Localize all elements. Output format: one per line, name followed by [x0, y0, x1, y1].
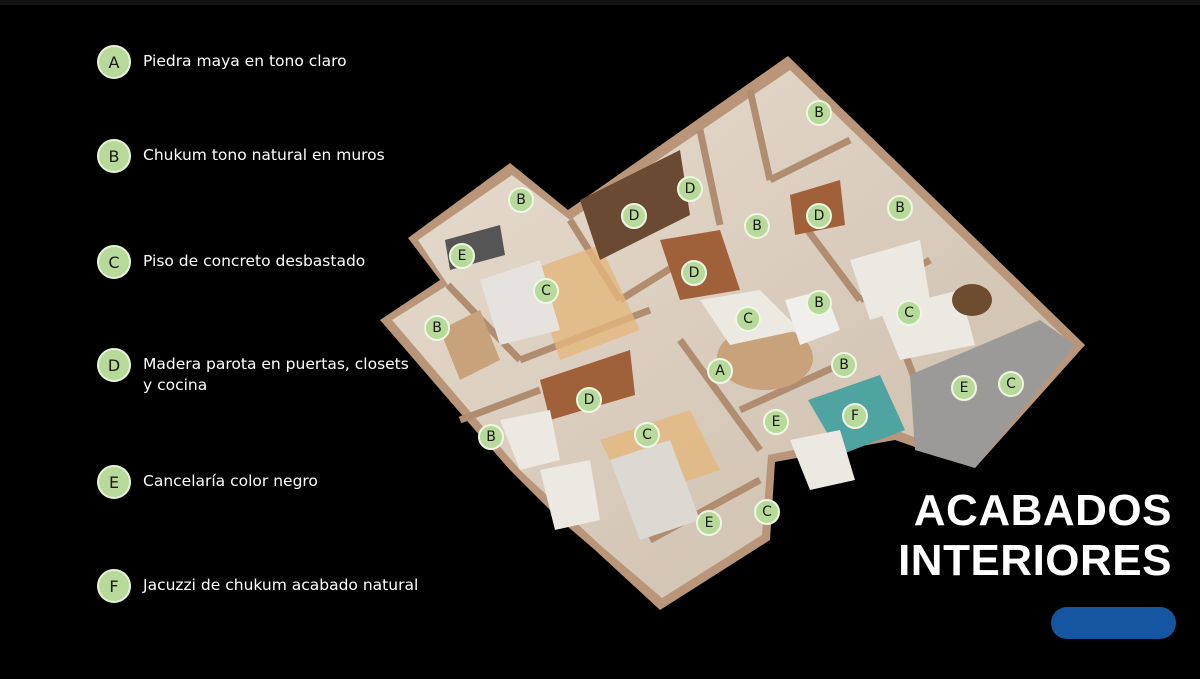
plan-marker: C	[754, 499, 780, 525]
page-title: ACABADOS INTERIORES	[898, 486, 1172, 586]
plan-marker: D	[677, 176, 703, 202]
legend-badge: C	[97, 245, 131, 279]
plan-marker: E	[951, 375, 977, 401]
plan-marker: B	[744, 213, 770, 239]
title-line-1: ACABADOS	[913, 486, 1172, 535]
legend-item-e: E Cancelaría color negro	[97, 465, 318, 499]
legend-label: Piso de concreto desbastado	[143, 252, 366, 270]
plan-marker: B	[424, 315, 450, 341]
legend-item-d: D Madera parota en puertas, closets y co…	[97, 348, 409, 396]
plan-marker: B	[478, 424, 504, 450]
plan-marker: C	[998, 371, 1024, 397]
finishes-legend: A Piedra maya en tono claro B Chukum ton…	[0, 0, 430, 679]
legend-label: Piedra maya en tono claro	[143, 52, 347, 70]
plan-marker: C	[533, 278, 559, 304]
top-border	[0, 0, 1200, 5]
plan-marker: D	[681, 260, 707, 286]
plan-marker: B	[831, 352, 857, 378]
plan-marker: D	[806, 203, 832, 229]
legend-label: Madera parota en puertas, closets y coci…	[143, 355, 409, 394]
plan-marker: E	[449, 243, 475, 269]
accent-bar	[1051, 607, 1176, 639]
plan-marker: F	[842, 403, 868, 429]
legend-badge: D	[97, 348, 131, 382]
legend-item-a: A Piedra maya en tono claro	[97, 45, 347, 79]
plan-marker: B	[806, 100, 832, 126]
plan-marker: A	[707, 358, 733, 384]
legend-badge: F	[97, 569, 131, 603]
plan-marker: B	[806, 290, 832, 316]
plan-marker: D	[621, 203, 647, 229]
plan-marker: B	[887, 195, 913, 221]
legend-item-b: B Chukum tono natural en muros	[97, 139, 385, 173]
plan-marker: E	[763, 409, 789, 435]
legend-label: Cancelaría color negro	[143, 472, 318, 490]
plan-marker: C	[634, 422, 660, 448]
plan-marker: D	[576, 387, 602, 413]
legend-label: Chukum tono natural en muros	[143, 146, 385, 164]
legend-item-f: F Jacuzzi de chukum acabado natural	[97, 569, 418, 603]
legend-label: Jacuzzi de chukum acabado natural	[143, 576, 419, 594]
legend-badge: A	[97, 45, 131, 79]
legend-badge: E	[97, 465, 131, 499]
title-line-2: INTERIORES	[898, 536, 1172, 585]
plan-marker: E	[696, 510, 722, 536]
plan-marker: C	[896, 300, 922, 326]
legend-item-c: C Piso de concreto desbastado	[97, 245, 365, 279]
legend-badge: B	[97, 139, 131, 173]
plan-marker: B	[508, 187, 534, 213]
plan-marker: C	[735, 306, 761, 332]
